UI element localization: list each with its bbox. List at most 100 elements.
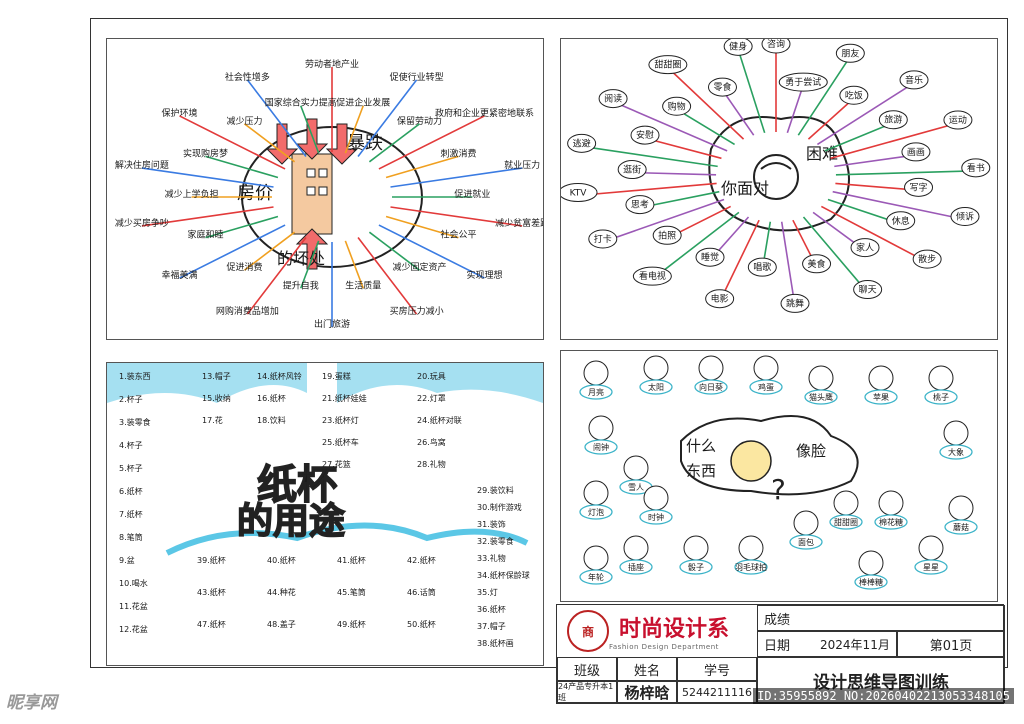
cup-use-item: 13.帽子 — [202, 371, 231, 381]
node-bubble — [901, 142, 931, 162]
watermark-id: ID:35955892 NO:20260402213053348105 — [753, 688, 1014, 704]
node-label: 促进就业 — [454, 188, 490, 200]
cup-use-item: 38.纸杯画 — [477, 638, 514, 648]
branch-line — [632, 171, 717, 176]
node-bubble — [950, 207, 980, 227]
node-bubble — [780, 293, 810, 313]
cup-use-item: 20.玩具 — [417, 372, 446, 381]
branch-line — [612, 100, 728, 152]
branch-line — [390, 167, 523, 188]
face-label-bubble — [804, 389, 838, 405]
cup-use-item: 45.笔筒 — [337, 587, 366, 597]
node-label: 写字 — [910, 181, 928, 193]
node-bubble — [778, 72, 828, 92]
node-bubble — [839, 85, 869, 105]
branch-line — [644, 137, 722, 160]
mindmap-face-difficulty: 你面对 困难 咨询勇于尝试朋友吃饭音乐旅游运动画画看书写字倾诉休息散步家人聊天美… — [560, 38, 998, 340]
mindmap-branches: 咨询勇于尝试朋友吃饭音乐旅游运动画画看书写字倾诉休息散步家人聊天美食跳舞唱歌电影… — [561, 39, 991, 313]
department-name-en: Fashion Design Department — [609, 643, 719, 651]
branch-line — [385, 215, 459, 239]
name-value: 杨梓晗 — [624, 683, 670, 702]
branch-line — [651, 211, 740, 280]
cup-use-item: 6.纸杯 — [119, 486, 143, 496]
branch-line — [807, 97, 855, 140]
face-drawing — [583, 360, 609, 386]
branch-line — [357, 79, 418, 157]
department-logo: 商 时尚设计系 Fashion Design Department — [557, 605, 757, 657]
face-drawing — [623, 535, 649, 561]
node-bubble — [802, 254, 832, 274]
node-bubble — [695, 247, 725, 267]
face-drawing — [738, 535, 764, 561]
node-label: 阅读 — [604, 93, 622, 105]
node-label: 看书 — [967, 162, 985, 174]
face-label-bubble — [639, 509, 673, 525]
face-label-bubble — [619, 559, 653, 575]
face-label: 棉花糖 — [879, 517, 903, 527]
face-label-bubble — [829, 514, 863, 530]
face-drawing — [583, 545, 609, 571]
node-label: 国家综合实力提高 — [265, 97, 337, 109]
course-title: 设计思维导图训练 — [813, 672, 949, 693]
face-label: 大象 — [948, 447, 964, 457]
center-text-1: 什么 — [686, 437, 716, 455]
node-label: 倾诉 — [956, 211, 974, 223]
school-seal-icon: 商 — [567, 610, 609, 652]
node-label: 咨询 — [767, 39, 785, 50]
face-label-bubble — [679, 559, 713, 575]
branch-line — [300, 240, 320, 289]
face-drawing — [948, 495, 974, 521]
page-label: 第01页 — [929, 638, 973, 654]
face-label-bubble — [939, 444, 973, 460]
face-drawing — [588, 415, 614, 441]
node-label: 朋友 — [841, 47, 859, 59]
node-label: KTV — [570, 189, 588, 199]
node-bubble — [850, 238, 880, 258]
node-bubble — [648, 55, 688, 75]
face-label-bubble — [579, 569, 613, 585]
center-text-3: 像脸 — [796, 442, 826, 460]
cup-use-item: 44.种花 — [267, 587, 296, 597]
branch-line — [602, 198, 725, 243]
node-label: 网购消费品增加 — [216, 305, 279, 317]
node-bubble — [662, 96, 692, 116]
node-label: 促使行业转型 — [390, 71, 444, 83]
cup-use-item: 26.鸟窝 — [417, 437, 446, 447]
node-bubble — [853, 280, 883, 300]
face-drawing — [698, 355, 724, 381]
node-label: 睡觉 — [701, 251, 719, 263]
cup-use-item: 7.纸杯 — [119, 509, 143, 519]
branch-line — [246, 237, 307, 315]
name-label: 姓名 — [633, 663, 660, 679]
node-bubble — [761, 39, 791, 54]
node-bubble — [617, 160, 647, 180]
face-label-bubble — [584, 439, 618, 455]
cup-use-item: 23.纸杯灯 — [322, 415, 359, 425]
face-drawing — [868, 365, 894, 391]
mindmap-paper-cup-canvas: 纸杯 的用途 1.装东西2.杯子3.装零食4.杯子5.杯子6.纸杯7.纸杯8.笔… — [107, 363, 543, 648]
face-label-bubble — [864, 389, 898, 405]
branch-line — [179, 224, 286, 279]
cup-use-item: 49.纸杯 — [337, 619, 366, 629]
center-text-2: 东西 — [686, 462, 716, 480]
cup-use-item: 18.饮料 — [257, 415, 286, 425]
node-label: 政府和企业更紧密地联系 — [435, 107, 534, 119]
face-drawing — [808, 365, 834, 391]
node-label: 安慰 — [636, 129, 654, 141]
node-label: 甜甜圈 — [654, 59, 681, 71]
cup-use-item: 39.纸杯 — [197, 555, 226, 565]
node-bubble — [943, 110, 973, 130]
node-label: 解决住房问题 — [115, 159, 169, 171]
date-value: 2024年11月 — [820, 637, 890, 652]
node-label: 拍照 — [658, 229, 676, 241]
face-label: 面包 — [798, 537, 814, 547]
branch-line — [816, 82, 915, 146]
face-label: 甜甜圈 — [834, 517, 858, 527]
face-label-bubble — [579, 504, 613, 520]
cup-use-item: 21.纸杯娃娃 — [322, 393, 367, 403]
face-label-bubble — [749, 379, 783, 395]
face-drawing — [858, 550, 884, 576]
node-bubble — [705, 289, 735, 309]
branch-line — [834, 154, 917, 168]
